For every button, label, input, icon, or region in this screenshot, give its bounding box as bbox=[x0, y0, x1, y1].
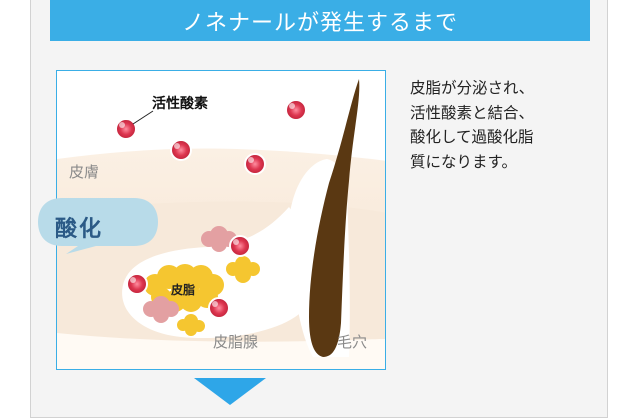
down-arrow-icon bbox=[194, 378, 266, 405]
page-title: ノネナールが発生するまで bbox=[181, 10, 458, 36]
description-line: 質になります。 bbox=[410, 152, 517, 171]
active-oxygen-particle bbox=[229, 235, 251, 257]
title-bar: ノネナールが発生するまで bbox=[50, 0, 590, 41]
active-oxygen-label: 活性酸素 bbox=[152, 95, 208, 112]
active-oxygen-particle bbox=[244, 153, 266, 175]
sebaceous-gland-label: 皮脂腺 bbox=[213, 333, 258, 351]
skin-label: 皮膚 bbox=[69, 163, 99, 181]
sebum-label: 皮脂 bbox=[170, 282, 195, 297]
pore-label: 毛穴 bbox=[337, 333, 367, 351]
description-line: 活性酸素と結合、 bbox=[410, 103, 535, 122]
lower-band bbox=[57, 333, 385, 369]
description-text: 皮脂が分泌され、 活性酸素と結合、 酸化して過酸化脂 質になります。 bbox=[410, 76, 600, 174]
oxidation-label: 酸化 bbox=[54, 217, 103, 242]
active-oxygen-particle bbox=[126, 273, 148, 295]
oxidation-speech-bubble bbox=[38, 198, 158, 254]
description-line: 酸化して過酸化脂 bbox=[410, 128, 534, 146]
peroxide-lipid-blob bbox=[143, 296, 179, 323]
hair-icon bbox=[309, 79, 360, 357]
label-leader-line bbox=[132, 110, 154, 125]
active-oxygen-particle bbox=[208, 297, 230, 319]
sebum-droplet bbox=[226, 256, 260, 283]
sebum-droplet bbox=[177, 314, 205, 336]
active-oxygen-particle bbox=[170, 139, 192, 161]
active-oxygen-particle bbox=[285, 99, 307, 121]
active-oxygen-particle bbox=[115, 118, 137, 140]
description-line: 皮脂が分泌され、 bbox=[410, 79, 535, 97]
